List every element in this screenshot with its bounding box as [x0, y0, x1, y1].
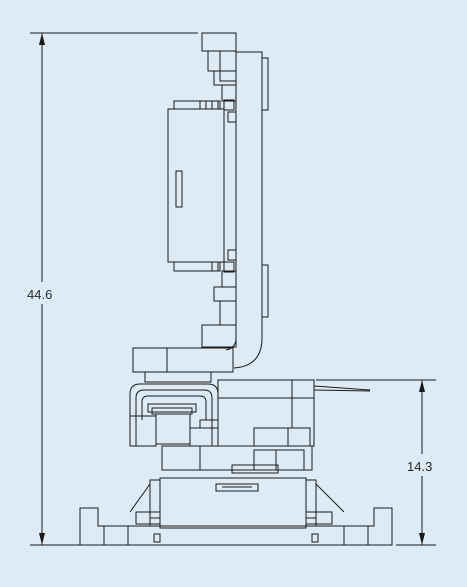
u-bracket-outer: [129, 383, 219, 446]
turntable-ring: [231, 464, 279, 474]
u-bracket-mid: [135, 389, 213, 446]
bolt-left: [149, 517, 161, 527]
base-assembly: [79, 477, 393, 546]
overall-height-dimension: 44.6: [27, 32, 198, 546]
base-height-dimension: 14.3: [316, 379, 436, 546]
upper-arm-assembly: [167, 32, 269, 369]
u-bracket-inner: [141, 395, 207, 420]
shaft-collar: [215, 483, 259, 492]
neck-collar: [144, 371, 212, 383]
top-block-side: [207, 50, 221, 72]
turntable-assembly: [161, 445, 313, 492]
lower-block: [201, 324, 237, 348]
overall-height-label: 44.6: [27, 287, 52, 302]
arrow-up-icon: [419, 380, 425, 392]
base-end-left: [79, 507, 105, 546]
neck-block: [132, 347, 234, 373]
joint-assembly: [129, 379, 371, 447]
top-block: [201, 32, 237, 52]
lower-hinge-cap: [223, 261, 235, 273]
side-tab-lower: [261, 264, 269, 318]
base-plate: [103, 525, 369, 546]
top-block-flange: [213, 70, 237, 86]
arm-plate-inner: [225, 52, 237, 351]
upper-hinge-cap: [223, 99, 235, 111]
base-hole-left: [153, 533, 161, 543]
servo-tab-right: [287, 427, 311, 447]
bolt-right: [305, 517, 317, 527]
servo-cable: [313, 385, 371, 391]
turntable-boss: [253, 449, 305, 471]
base-end-right: [367, 507, 393, 546]
base-column-left: [149, 479, 161, 525]
panel-slot: [175, 170, 183, 208]
turntable-plate: [161, 445, 313, 471]
gear-housing: [155, 413, 191, 445]
brace-left: [129, 483, 151, 513]
bracket-right-foot: [189, 427, 219, 447]
arrow-down-icon: [419, 533, 425, 545]
panel-clip-top: [227, 111, 237, 123]
bearing-plate: [147, 403, 197, 413]
base-column-right: [305, 479, 317, 525]
lower-block-step: [219, 300, 237, 326]
neck-assembly: [132, 347, 234, 383]
top-block-foot: [221, 84, 237, 102]
upper-hinge-pin: [199, 100, 207, 110]
bracket-right-cap: [199, 419, 219, 429]
lower-hinge-pin: [211, 261, 219, 272]
upper-hinge: [173, 100, 221, 110]
panel-clip-bottom: [227, 249, 237, 261]
servo-cable-2: [313, 389, 371, 392]
bearing-race: [151, 407, 193, 415]
lower-block-top: [221, 270, 237, 288]
bracket-left-foot: [129, 415, 157, 447]
arm-plate-outer: [233, 51, 263, 369]
top-block-step: [219, 50, 237, 82]
arrow-up-icon: [39, 33, 45, 45]
lower-block-flange: [213, 286, 237, 302]
brace-right: [315, 483, 345, 513]
arrow-down-icon: [39, 533, 45, 545]
servo-tab: [253, 427, 289, 447]
upper-hinge-pin-2: [211, 100, 219, 110]
lower-hinge: [173, 261, 221, 272]
base-height-label: 14.3: [407, 459, 432, 474]
servo-body: [217, 379, 315, 447]
side-tab-upper: [261, 57, 269, 111]
base-body: [159, 477, 307, 529]
base-hole-right: [311, 533, 319, 543]
